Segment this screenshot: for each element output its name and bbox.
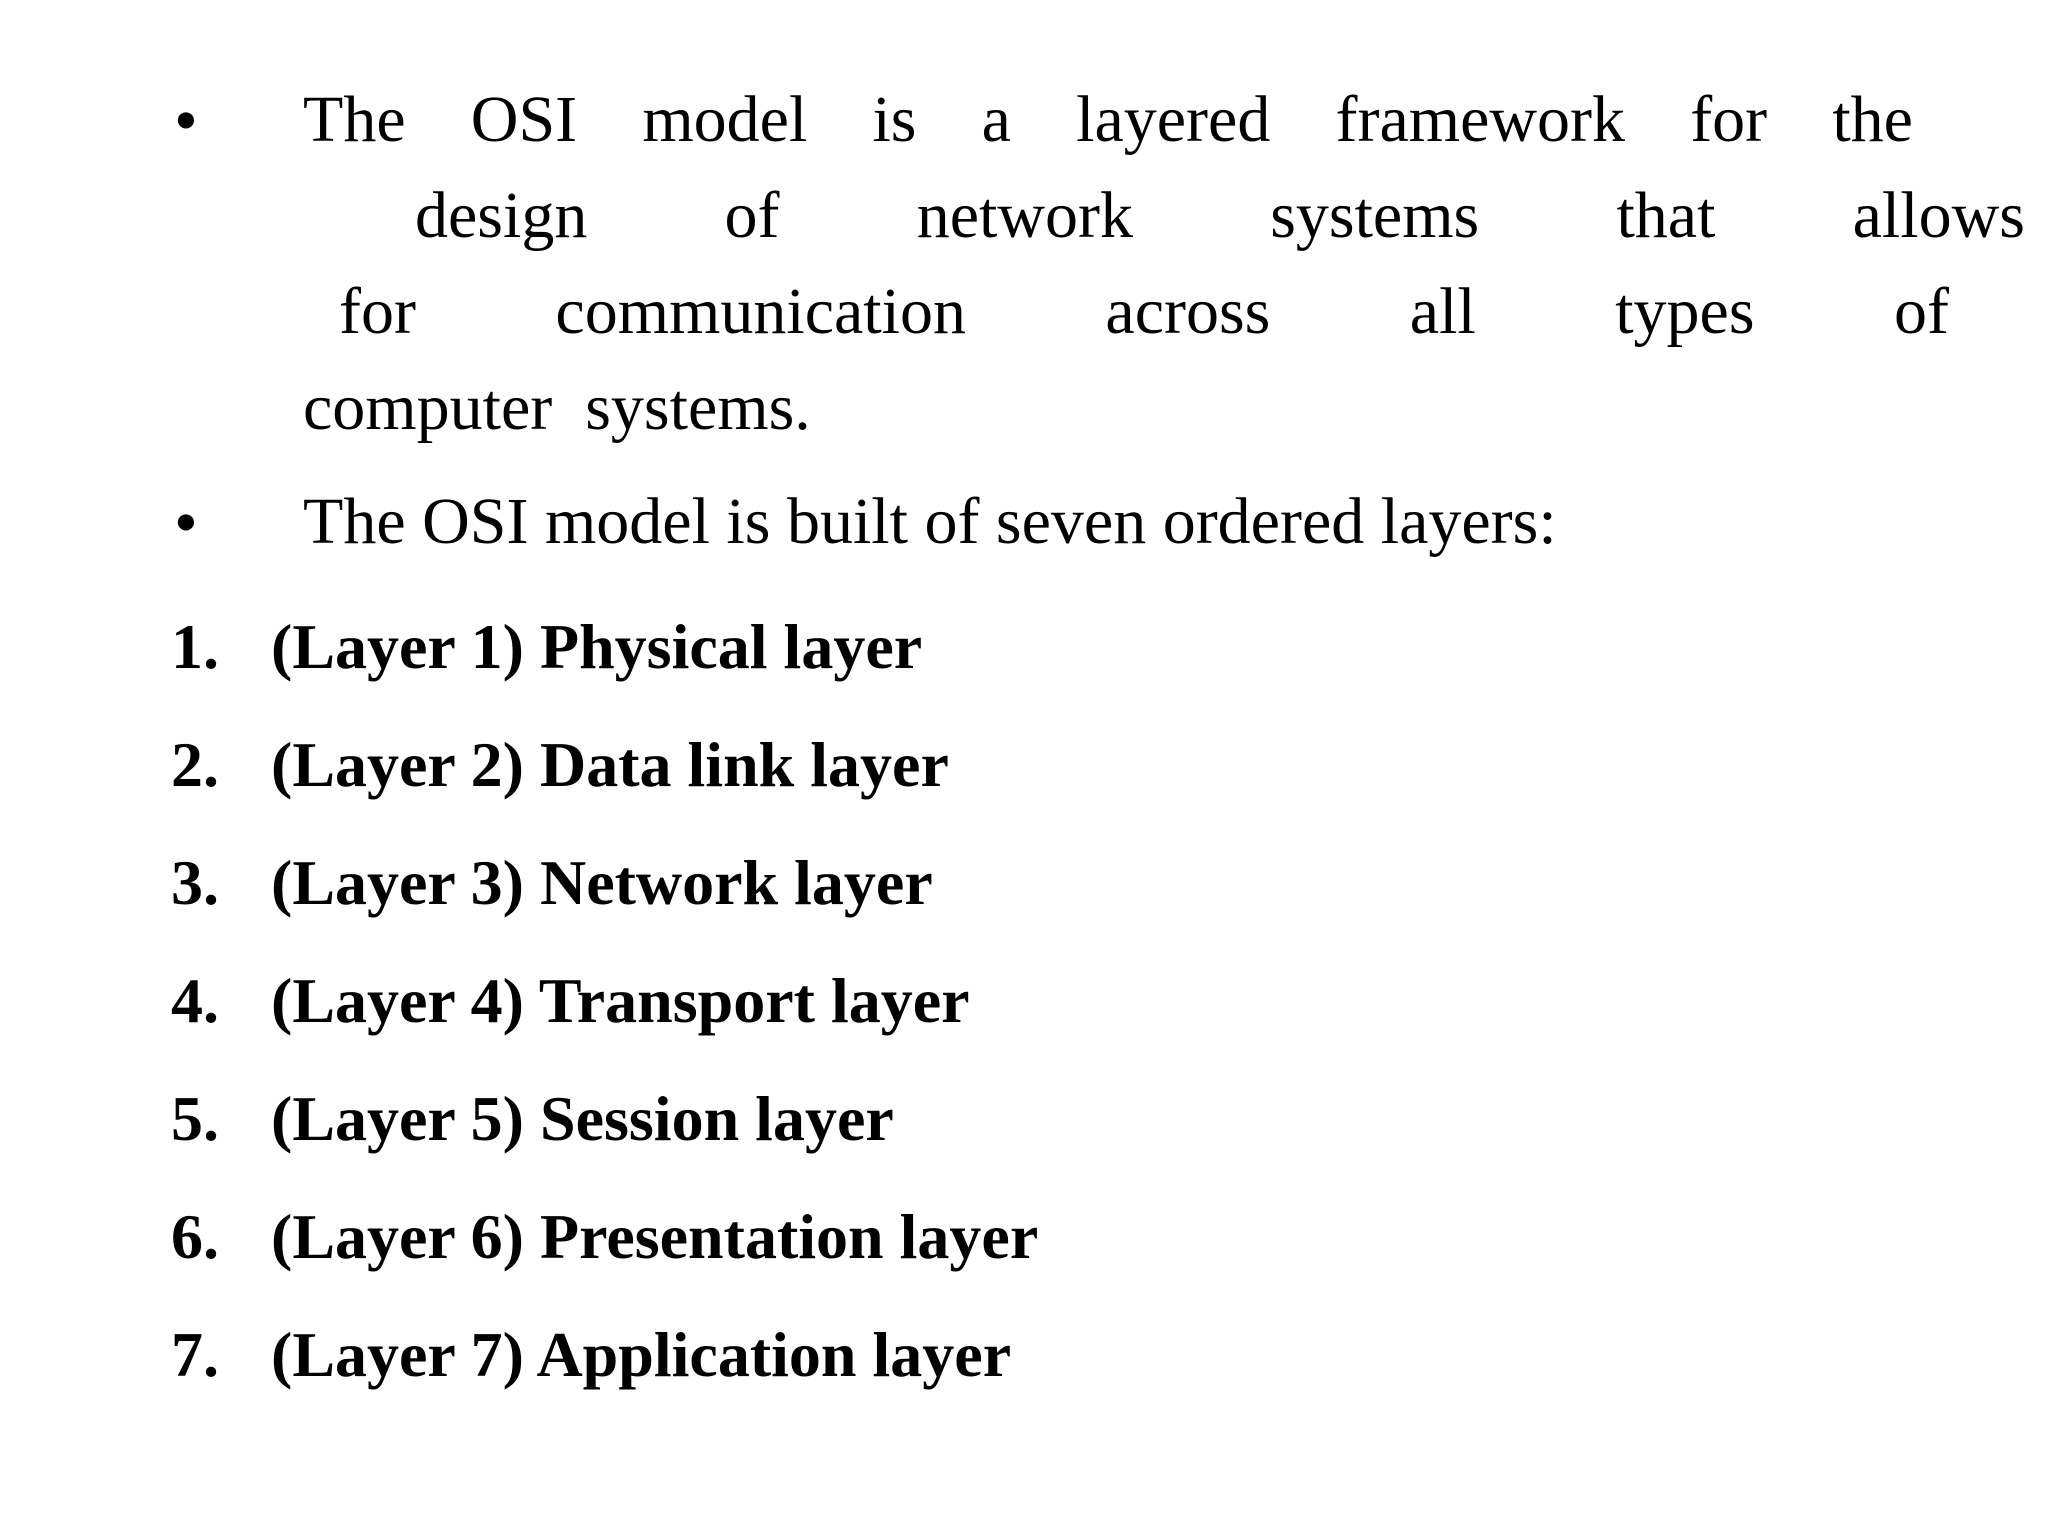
osi-layer-list: 1. (Layer 1) Physical layer 2. (Layer 2)… (168, 588, 1913, 1414)
word: systems (1270, 179, 1480, 252)
list-item-label: (Layer 4) Transport layer (271, 965, 970, 1036)
list-item-label: (Layer 7) Application layer (271, 1319, 1012, 1390)
list-item: 4. (Layer 4) Transport layer (168, 942, 1913, 1060)
bullet-point-icon: • (174, 82, 198, 158)
word: of (724, 179, 780, 252)
list-item: 2. (Layer 2) Data link layer (168, 706, 1913, 824)
word: layered (1076, 83, 1271, 156)
word (552, 360, 585, 456)
list-item: 3. (Layer 3) Network layer (168, 824, 1913, 942)
word: a (981, 83, 1011, 156)
list-item-number: 7. (171, 1319, 219, 1390)
list-item-label: (Layer 5) Session layer (271, 1083, 894, 1154)
word: the (1832, 83, 1913, 156)
slide-content: • The OSI model is a layered framework f… (168, 72, 2025, 1414)
bullet-point-icon: • (174, 484, 198, 560)
list-spacer (168, 574, 1913, 588)
word: that (1616, 179, 1716, 252)
word: network (916, 179, 1133, 252)
paragraph-spacer (168, 460, 1913, 474)
list-item-number: 1. (171, 611, 219, 682)
word: computer (303, 371, 553, 444)
word: types (1615, 275, 1755, 348)
bullet-1-line-3: for communication across all types of (303, 264, 1949, 360)
word: framework (1335, 83, 1626, 156)
word: across (1105, 275, 1271, 348)
list-item: 1. (Layer 1) Physical layer (168, 588, 1913, 706)
word: communication (555, 275, 966, 348)
word: all (1409, 275, 1476, 348)
list-item-label: (Layer 2) Data link layer (271, 729, 949, 800)
list-item-number: 5. (171, 1083, 219, 1154)
bullet-item-2-text: The OSI model is built of seven ordered … (303, 485, 1557, 558)
list-item-number: 3. (171, 847, 219, 918)
bullet-1-line-4: computer systems. (303, 360, 1913, 456)
list-item: 5. (Layer 5) Session layer (168, 1060, 1913, 1178)
word: OSI (470, 83, 578, 156)
list-item-number: 6. (171, 1201, 219, 1272)
list-item-label: (Layer 6) Presentation layer (271, 1201, 1039, 1272)
word: The (303, 83, 406, 156)
list-item-label: (Layer 3) Network layer (271, 847, 933, 918)
word: model (642, 83, 808, 156)
word: design (415, 179, 588, 252)
list-item-number: 4. (171, 965, 219, 1036)
bullet-item-1-text: The OSI model is a layered framework for… (303, 72, 2025, 456)
list-item-label: (Layer 1) Physical layer (271, 611, 923, 682)
list-item: 7. (Layer 7) Application layer (168, 1296, 1913, 1414)
list-item-number: 2. (171, 729, 219, 800)
word: allows (1852, 179, 2025, 252)
bullet-item-2: • The OSI model is built of seven ordere… (168, 474, 1913, 570)
bullet-item-1: • The OSI model is a layered framework f… (168, 72, 2025, 456)
word: is (872, 83, 917, 156)
bullet-1-line-1: The OSI model is a layered framework for… (303, 72, 1913, 168)
word: for (1690, 83, 1768, 156)
word: for (339, 275, 416, 348)
word: of (1893, 275, 1949, 348)
list-item: 6. (Layer 6) Presentation layer (168, 1178, 1913, 1296)
word: systems. (585, 371, 811, 444)
bullet-1-line-2: design of network systems that allows (303, 168, 2025, 264)
